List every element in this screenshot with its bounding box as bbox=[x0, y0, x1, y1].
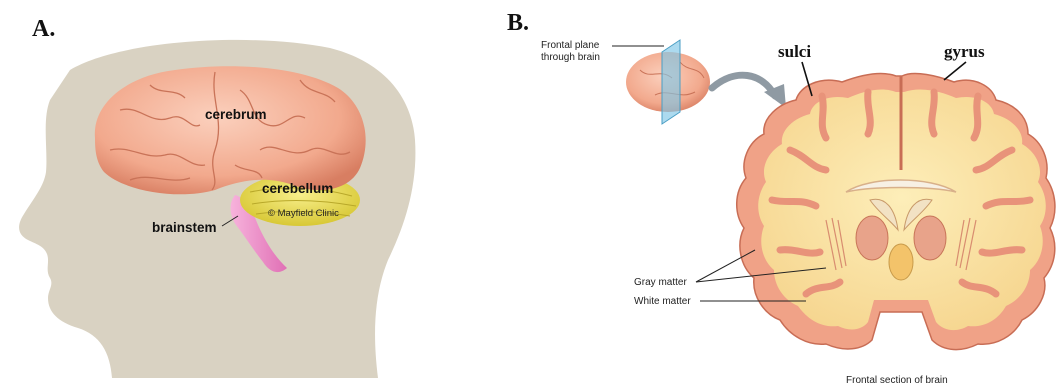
panel-a-label: A. bbox=[32, 16, 55, 42]
gray-matter-label: Gray matter bbox=[634, 277, 687, 288]
gyrus-leader bbox=[944, 62, 966, 80]
cerebrum-shape bbox=[95, 66, 366, 194]
frontal-plane-inset bbox=[626, 40, 710, 124]
central-nucleus bbox=[889, 244, 913, 280]
gyrus-label: gyrus bbox=[944, 42, 985, 61]
cerebellum-label: cerebellum bbox=[262, 181, 333, 196]
panel-b-label: B. bbox=[507, 10, 529, 36]
copyright-label: © Mayfield Clinic bbox=[268, 208, 339, 219]
panel-b: B. Frontal plane through brain bbox=[507, 10, 1055, 386]
cerebrum-label: cerebrum bbox=[205, 107, 267, 122]
deep-nucleus-right bbox=[914, 216, 946, 260]
sulci-label: sulci bbox=[778, 42, 811, 61]
coronal-section bbox=[737, 74, 1055, 350]
brainstem-label: brainstem bbox=[152, 220, 217, 235]
deep-nucleus-left bbox=[856, 216, 888, 260]
panel-a: A. cerebrum cerebellum brainstem © Mayfi… bbox=[19, 16, 415, 378]
frontal-plane bbox=[662, 40, 680, 124]
curved-arrow-icon bbox=[712, 75, 786, 108]
frontal-plane-label-line1: Frontal plane bbox=[541, 40, 600, 51]
white-matter-label: White matter bbox=[634, 296, 691, 307]
figure-caption: Frontal section of brain bbox=[846, 375, 948, 386]
frontal-plane-label-line2: through brain bbox=[541, 52, 600, 63]
